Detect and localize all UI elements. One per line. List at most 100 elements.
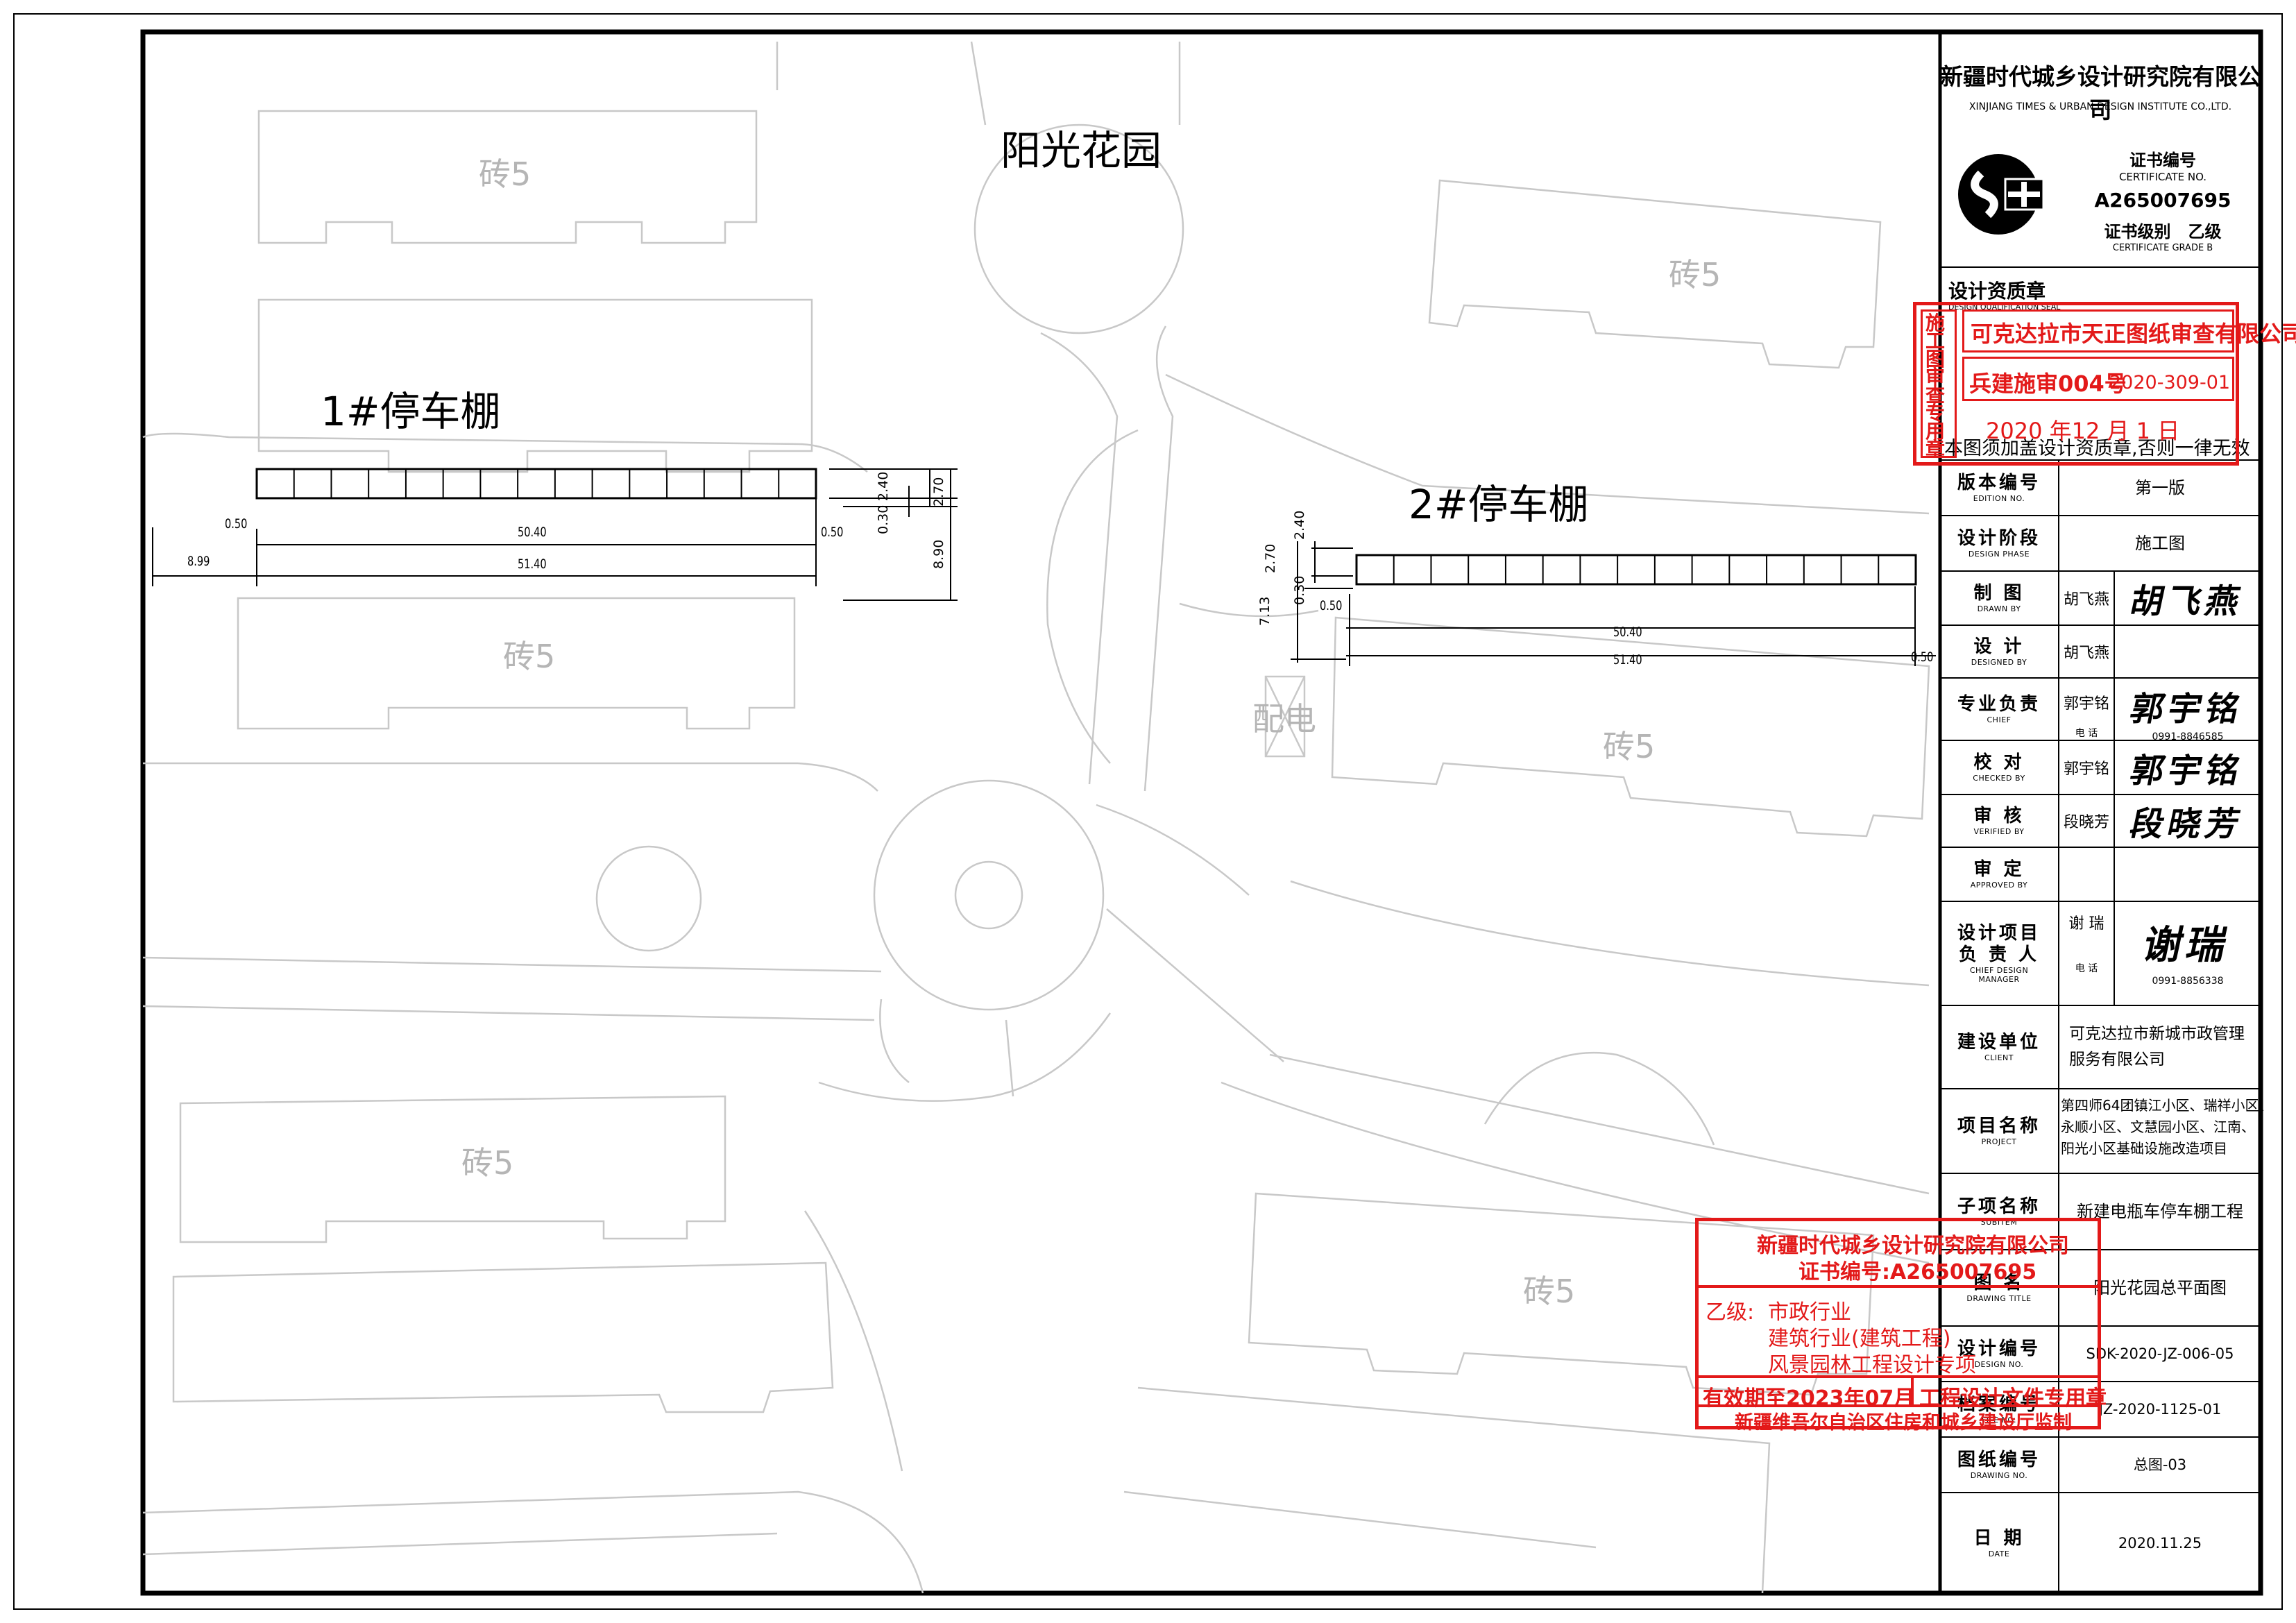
shed2-depth-inner: 2.40 [1292,510,1307,540]
shed1-inner-length: 50.40 [518,525,547,540]
building-label: 砖5 [479,155,532,193]
phase-label: 设计阶段 [1957,527,2041,549]
shed1-left-margin: 0.50 [225,516,248,532]
shed1-offset: 8.99 [187,554,210,569]
seal-note: 本图须加盖设计资质章,否则一律无效 [1944,438,2250,459]
phase-row: 设计阶段 DESIGN PHASE 施工图 [1940,516,2261,572]
review-stamp-side-box: 施工图审查专用章 [1921,309,1957,461]
background-linework [142,41,1930,1594]
drawing-frame [140,29,2263,1596]
shed2-spacing: 7.13 [1257,596,1273,626]
approved-row: 审 定 APPROVED BY [1940,848,2261,902]
shed1-dimension-lines [152,468,958,601]
qualification-stamp-authority: 新疆维吾尔自治区住房和城乡建设厅监制 [1735,1412,2072,1434]
grade-value: 乙级 [2188,222,2222,241]
shed1-depth-total: 2.70 [931,477,946,507]
designed-row: 设 计 DESIGNED BY 胡飞燕 [1940,626,2261,679]
building-label: 砖5 [1523,1273,1576,1310]
verified-name: 段晓芳 [2063,814,2109,831]
checked-name: 郭宇铭 [2063,760,2109,778]
project-value-3: 阳光小区基础设施改造项目 [2061,1140,2227,1157]
shed2-overall-length: 51.40 [1613,652,1642,668]
shed2-dimension-lines [1291,541,1936,666]
approved-label: 审 定 [1973,858,2025,880]
project-value-1: 第四师64团镇江小区、瑞祥小区、 [2061,1097,2273,1114]
drawing-no-label-en: DRAWING NO. [1970,1471,2028,1480]
checked-label-en: CHECKED BY [1973,774,2025,783]
subitem-value: 新建电瓶车停车棚工程 [2077,1201,2243,1221]
qualification-stamp: 新疆时代城乡设计研究院有限公司 证书编号:A265007695 乙级: 市政行业… [1695,1218,2107,1434]
review-stamp-side-text: 施工图审查专用章 [1925,312,1946,461]
manager-phone: 0991-8856338 [2152,975,2224,987]
date-label: 日 期 [1973,1527,2025,1549]
subitem-label: 子项名称 [1957,1196,2041,1217]
drawn-name: 胡飞燕 [2063,591,2109,609]
shed1-depth-inner: 2.40 [876,471,891,501]
manager-row: 设计项目 负 责 人 CHIEF DESIGN MANAGER 谢 瑞 电 话 … [1940,902,2261,1006]
chief-name: 郭宇铭 [2063,695,2109,713]
grade-label: 证书级别 [2104,222,2171,241]
drawn-label-en: DRAWN BY [1977,604,2021,613]
manager-phone-label: 电 话 [2075,963,2098,974]
verified-signature: 段晓芳 [2126,805,2247,844]
qualification-stamp-scope-3: 风景园林工程设计专项 [1768,1353,1976,1377]
building-label: 砖5 [1603,728,1656,765]
design-no-value: SDK-2020-JZ-006-05 [2086,1345,2234,1362]
institute-name-en: XINJIANG TIMES & URBAN DESIGN INSTITUTE … [1968,101,2232,112]
review-stamp-company: 可克达拉市天正图纸审查有限公司 [1971,321,2296,347]
institute-name: 新疆时代城乡设计研究院有限公司 [1940,63,2261,124]
review-stamp-company-box [1962,309,2234,352]
drawing-title-label-en: DRAWING TITLE [1966,1294,2032,1303]
drawn-label: 制 图 [1973,582,2025,604]
edition-label: 版本编号 [1957,472,2041,493]
company-logo-icon [1958,154,2045,235]
building-label: 砖5 [503,638,556,675]
substation-symbol [1264,675,1306,758]
project-row: 项目名称 PROJECT 第四师64团镇江小区、瑞祥小区、 永顺小区、文慧园小区… [1940,1089,2272,1174]
checked-label: 校 对 [1973,751,2025,773]
client-value-2: 服务有限公司 [2069,1050,2165,1069]
title-block: 新疆时代城乡设计研究院有限公司 XINJIANG TIMES & URBAN D… [1940,32,2272,1593]
review-stamp-code: 兵建施审004号 [1969,371,2127,397]
design-no-label-en: DESIGN NO. [1974,1360,2024,1369]
drawing-title-label: 图 名 [1973,1272,2025,1293]
review-stamp: 施工图审查专用章 可克达拉市天正图纸审查有限公司 兵建施审004号 2020-3… [1913,302,2296,466]
shed1-bays [293,469,780,498]
manager-label-2: 负 责 人 [1958,944,2040,965]
file-no-value: JZ-2020-1125-01 [2098,1400,2222,1418]
drawing-title-value: 阳光花园总平面图 [2093,1277,2227,1298]
chief-signature: 郭宇铭 [2126,690,2247,729]
date-label-en: DATE [1988,1549,2010,1558]
manager-label-en-2: MANAGER [1978,975,2020,985]
shed2-bays [1393,555,1880,584]
project-label-en: PROJECT [1981,1137,2017,1146]
cert-grade: 证书级别 乙级 [2065,218,2261,242]
chief-phone-label: 电 话 [2075,728,2098,739]
review-stamp-serial: 2020-309-01 [2109,372,2231,393]
seal-label: 设计资质章 [1948,280,2046,303]
qualification-stamp-divider [1699,1285,2098,1288]
drawing-no-label: 图纸编号 [1957,1449,2041,1470]
qualification-stamp-divider-2 [1699,1375,2098,1378]
manager-signature: 谢瑞 [2139,921,2236,968]
date-value: 2020.11.25 [2118,1534,2202,1552]
qualification-stamp-scope-1: 市政行业 [1768,1300,1851,1325]
shed1-outline [255,468,817,500]
building-label: 砖5 [1669,256,1721,294]
file-no-label-en: FILE NO. [1981,1416,2017,1425]
edition-value: 第一版 [2135,477,2185,498]
manager-label-en-1: CHIEF DESIGN [1969,966,2029,975]
chief-label: 专业负责 [1957,693,2041,715]
verified-label: 审 核 [1973,805,2025,826]
cert-label: 证书编号 [2129,151,2196,170]
drawn-signature: 胡飞燕 [2126,582,2247,621]
client-row: 建设单位 CLIENT 可克达拉市新城市政管理 服务有限公司 [1940,1006,2261,1089]
shed2-inner-length: 50.40 [1613,624,1642,640]
shed2-depth-margin: 0.30 [1292,575,1307,605]
cert-label-en: CERTIFICATE NO. [2118,171,2207,183]
design-no-label: 设计编号 [1957,1338,2041,1359]
building-label: 砖5 [461,1144,514,1182]
area-name-label: 阳光花园 [1001,127,1162,174]
client-value-1: 可克达拉市新城市政管理 [2069,1025,2245,1043]
